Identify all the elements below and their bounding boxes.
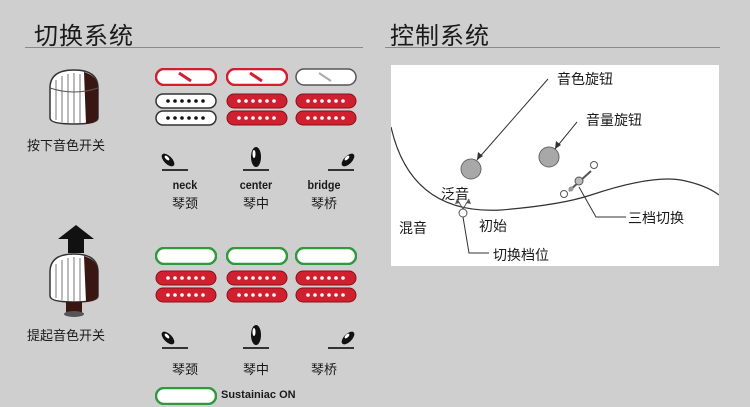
position-center-cn: 琴中 <box>242 363 269 378</box>
selector-neck-icon <box>161 331 188 349</box>
humbucker-red <box>295 93 357 126</box>
harmonic-label: 泛音 <box>441 187 469 203</box>
single-coil-green <box>295 247 357 265</box>
selector-center-icon <box>243 147 269 171</box>
up-arrow-icon <box>58 225 94 253</box>
selector-bridge-icon <box>328 153 355 171</box>
knob-down-label: 按下音色开关 <box>27 139 106 154</box>
control-title-rule <box>385 47 720 48</box>
position-center-cn: 琴中 <box>242 197 269 212</box>
control-title: 控制系统 <box>390 22 490 50</box>
switching-title-rule <box>25 47 363 48</box>
switching-title: 切换系统 <box>34 22 134 50</box>
single-coil-white <box>295 68 357 86</box>
humbucker-red <box>226 93 288 126</box>
tone-knob-icon <box>460 158 482 180</box>
single-coil-green <box>155 247 217 265</box>
volume-knob-icon <box>538 146 560 168</box>
humbucker-red <box>155 270 217 303</box>
single-coil-green <box>226 247 288 265</box>
humbucker-red <box>226 270 288 303</box>
initial-label: 初始 <box>479 219 507 235</box>
single-coil-red <box>226 68 288 86</box>
knob-up-label: 提起音色开关 <box>27 329 106 344</box>
position-bridge-cn: 琴桥 <box>310 197 337 212</box>
switch-position-label: 切换档位 <box>493 248 549 264</box>
position-neck-cn: 琴颈 <box>171 363 198 378</box>
position-bridge-en: bridge <box>307 178 341 192</box>
body-diagram <box>391 78 719 254</box>
control-panel: 音色旋钮 音量旋钮 三档切换 泛音 初始 混音 切换档位 <box>391 65 719 266</box>
knob-down-icon <box>49 69 99 125</box>
position-center-en: center <box>239 178 273 192</box>
position-neck-en: neck <box>172 178 198 192</box>
selector-neck-icon <box>161 153 188 171</box>
selector-center-icon <box>243 325 269 349</box>
volume-knob-label: 音量旋钮 <box>586 113 642 129</box>
position-bridge-cn: 琴桥 <box>310 363 337 378</box>
knob-up-icon <box>49 253 99 317</box>
tone-knob-label: 音色旋钮 <box>557 72 613 88</box>
three-way-switch-icon <box>560 161 598 198</box>
humbucker-red <box>295 270 357 303</box>
three-way-label: 三档切换 <box>628 211 684 227</box>
sustainiac-legend-icon <box>155 387 217 405</box>
selector-bridge-icon <box>328 331 355 349</box>
sustainiac-label: Sustainiac ON <box>221 389 296 401</box>
switch-position-icon <box>455 198 471 218</box>
single-coil-red <box>155 68 217 86</box>
mix-label: 混音 <box>399 221 427 237</box>
position-neck-cn: 琴颈 <box>171 197 198 212</box>
humbucker-white <box>155 93 217 126</box>
